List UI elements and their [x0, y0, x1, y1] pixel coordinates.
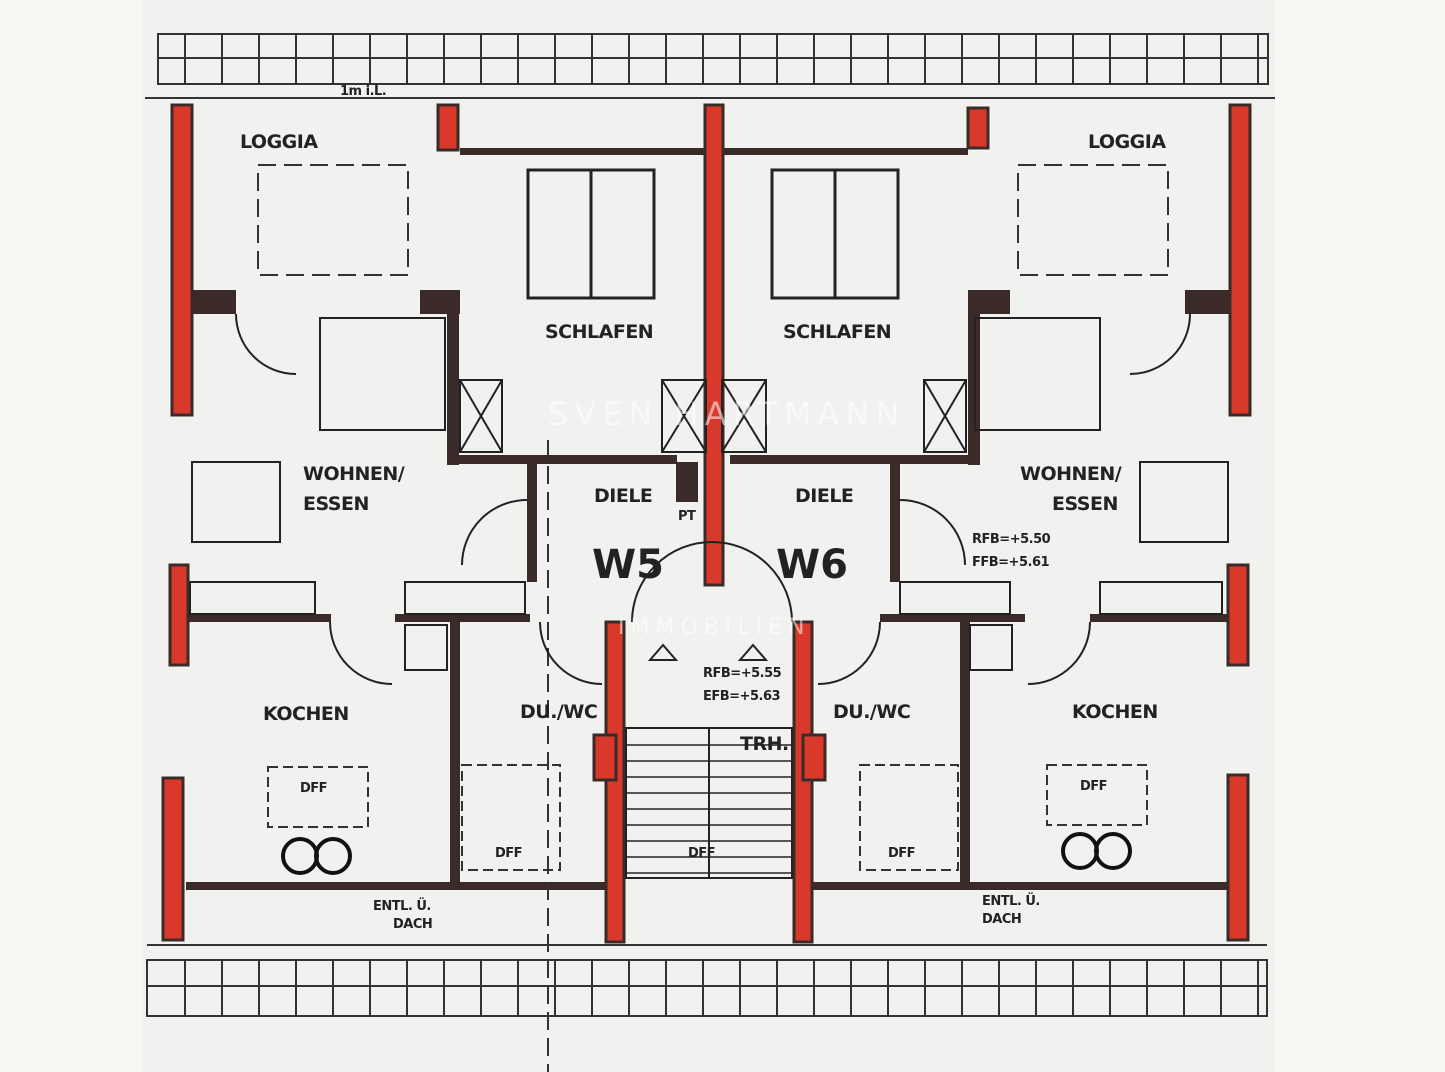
- unit-label-w5: W5: [592, 542, 664, 588]
- stoves: [281, 832, 1132, 875]
- skylight-label-kitchen-w6: DFF: [1080, 779, 1107, 794]
- room-label-diele-w6: DIELE: [795, 485, 853, 507]
- watermark-line-1: SVEN HARTMANN: [548, 395, 905, 433]
- skylight-label-kitchen-w5: DFF: [300, 781, 327, 796]
- level-right-1: RFB=+5.50: [972, 532, 1051, 547]
- stair-treads: [626, 744, 792, 874]
- room-label-wohnen-w6: WOHNEN/: [1020, 463, 1122, 485]
- room-label-wohnen-w5: WOHNEN/: [303, 463, 405, 485]
- bearing-walls: [161, 103, 1252, 944]
- room-label-duwc-w6: DU./WC: [833, 701, 910, 723]
- vent-note-w5-1: ENTL. Ü.: [373, 898, 431, 914]
- skylight-label-stair: DFF: [688, 846, 715, 861]
- pt-label: PT: [678, 509, 696, 524]
- vent-note-w6-2: DACH: [982, 912, 1021, 927]
- loggia-outlines: [257, 164, 1169, 1072]
- vent-note-w5-2: DACH: [393, 917, 432, 932]
- room-label-kochen-w5: KOCHEN: [263, 703, 349, 725]
- watermark-line-2: IMMOBILIEN: [618, 615, 810, 640]
- stairs: [625, 727, 793, 879]
- room-label-essen-w5: ESSEN: [303, 493, 369, 515]
- railing-posts: [184, 34, 1259, 1016]
- level-markers: [647, 643, 769, 661]
- room-label-duwc-w5: DU./WC: [520, 701, 597, 723]
- room-label-kochen-w6: KOCHEN: [1072, 701, 1158, 723]
- vent-note-w6-1: ENTL. Ü.: [982, 893, 1040, 909]
- dimension-note: 1m i.L.: [340, 84, 386, 99]
- door-swings: [235, 313, 1191, 685]
- room-label-diele-w5: DIELE: [594, 485, 652, 507]
- room-label-loggia-w5: LOGGIA: [240, 131, 318, 153]
- wardrobes: [189, 317, 1229, 671]
- level-right-2: FFB=+5.61: [972, 555, 1049, 570]
- room-label-schlafen-w6: SCHLAFEN: [783, 321, 891, 343]
- unit-label-w6: W6: [776, 542, 848, 588]
- skylight-label-bath-w6: DFF: [888, 846, 915, 861]
- room-label-loggia-w6: LOGGIA: [1088, 131, 1166, 153]
- room-label-schlafen-w5: SCHLAFEN: [545, 321, 653, 343]
- level-center-1: RFB=+5.55: [703, 666, 782, 681]
- stair-label: TRH.: [740, 733, 789, 755]
- beds: [526, 168, 900, 300]
- skylights: [267, 764, 1148, 871]
- skylight-label-bath-w5: DFF: [495, 846, 522, 861]
- top-railing: [145, 33, 1275, 99]
- room-label-essen-w6: ESSEN: [1052, 493, 1118, 515]
- level-center-2: EFB=+5.63: [703, 689, 780, 704]
